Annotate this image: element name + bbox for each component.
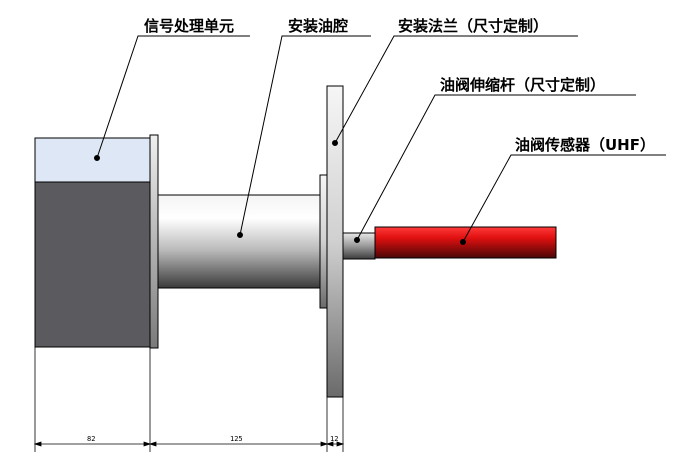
label-signal-unit: 信号处理单元	[144, 17, 234, 35]
leader-flange	[334, 35, 578, 144]
leader-dot-flange	[332, 140, 338, 146]
dimension-unit-width: 82	[87, 435, 95, 443]
label-sensor: 油阀传感器（UHF）	[515, 136, 655, 154]
oil-chamber-cylinder	[157, 194, 321, 289]
leader-dot-signal-unit	[94, 155, 100, 161]
unit-mount-plate	[149, 134, 159, 349]
leader-sensor	[462, 154, 666, 243]
oil-chamber-collar	[319, 174, 328, 309]
unit-top-panel	[34, 137, 151, 183]
leader-oil-chamber	[239, 35, 371, 236]
signal-processing-unit	[34, 134, 159, 349]
label-oil-chamber: 安装油腔	[288, 17, 348, 35]
leader-signal-unit	[96, 35, 250, 159]
oil-chamber	[157, 174, 328, 309]
dimension-chamber-length: 125	[230, 435, 243, 443]
label-valve-rod: 油阀伸缩杆（尺寸定制）	[440, 76, 605, 94]
leader-dot-oil-chamber	[237, 232, 243, 238]
leader-valve-rod	[356, 94, 636, 241]
dimension-lines	[33, 347, 345, 452]
leader-dot-valve-rod	[354, 237, 360, 243]
dimension-flange-thickness: 12	[330, 435, 338, 443]
leader-lines	[94, 35, 666, 245]
label-flange: 安装法兰（尺寸定制）	[398, 17, 548, 35]
unit-body	[34, 181, 151, 348]
leader-dot-sensor	[460, 239, 466, 245]
